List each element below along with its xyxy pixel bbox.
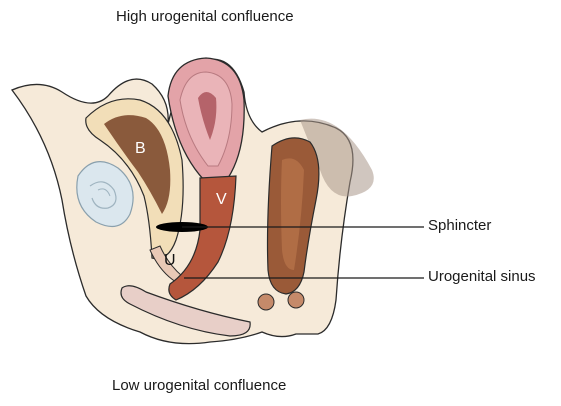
bladder-letter: B	[135, 140, 146, 157]
pubic-bone	[76, 161, 134, 228]
caption-low-confluence: Low urogenital confluence	[112, 377, 287, 394]
anal-sphincter-left	[257, 293, 275, 311]
vagina-letter: V	[216, 191, 227, 208]
urethra-letter: U	[164, 252, 176, 269]
perineal-tissue	[300, 118, 374, 197]
vagina	[168, 175, 237, 301]
bladder-lumen	[104, 115, 171, 214]
sphincter-label: Sphincter	[428, 217, 492, 234]
anal-sphincter-right	[287, 291, 305, 309]
urogenital-sinus-label: Urogenital sinus	[428, 268, 536, 285]
labia	[120, 285, 251, 337]
caption-high-confluence: High urogenital confluence	[116, 8, 294, 25]
